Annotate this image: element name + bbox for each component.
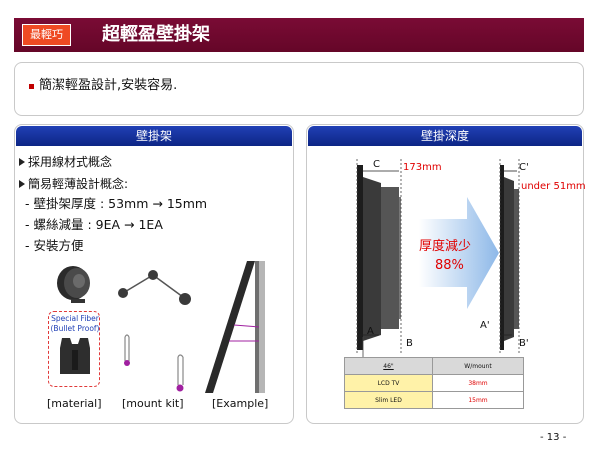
detail-installation: - 安裝方便: [25, 238, 84, 253]
table-row: Slim LED 15mm: [344, 391, 524, 409]
material-disc-image: [57, 266, 90, 303]
table-header-mount: W/mount: [432, 357, 524, 375]
table-cell-value: 15mm: [432, 391, 524, 409]
mount-kit-image: [118, 270, 191, 392]
table-cell-model: LCD TV: [344, 374, 433, 392]
dim-label-b-prime: B': [519, 338, 529, 349]
dim-label-c-prime: C': [519, 162, 529, 173]
page-number: - 13 -: [540, 432, 567, 443]
depth-table: 46" W/mount LCD TV 38mm Slim LED 15mm: [344, 357, 524, 409]
depth-after-value: under 51mm: [521, 181, 586, 192]
square-bullet-icon: [29, 84, 34, 89]
table-row: LCD TV 38mm: [344, 374, 524, 392]
detail-screws: - 螺絲減量 : 9EA → 1EA: [25, 217, 163, 232]
bullet-wire-concept: 採用線材式概念: [28, 155, 113, 169]
dim-label-a-prime: A': [480, 320, 490, 331]
intro-box: 簡潔輕盈設計,安裝容易.: [14, 62, 584, 116]
wall-depth-panel-title: 壁掛深度: [308, 126, 582, 146]
caption-example: [Example]: [212, 397, 269, 410]
table-cell-model: Slim LED: [344, 391, 433, 409]
dim-label-a: A: [367, 326, 374, 337]
table-cell-value: 38mm: [432, 374, 524, 392]
depth-before-value: 173mm: [403, 162, 442, 173]
vest-icon: [60, 338, 90, 374]
product-illustrations: [57, 261, 265, 393]
tv-before-image: [357, 165, 401, 350]
header-tag: 最輕巧: [22, 24, 71, 46]
reduction-arrow-icon: [419, 197, 499, 309]
tv-after-image: [500, 165, 519, 350]
example-mount-image: [205, 261, 265, 393]
reduction-label: 厚度減少: [419, 239, 472, 254]
depth-diagram: [356, 159, 520, 357]
caption-mount-kit: [mount kit]: [122, 397, 184, 410]
table-header-size: 46": [344, 357, 433, 375]
detail-thickness: - 壁掛架厚度 : 53mm → 15mm: [25, 196, 208, 211]
caption-material: [material]: [47, 397, 102, 410]
wall-mount-panel: 壁掛架 採用線材式概念 簡易輕薄設計概念: - 壁掛架厚度 : 53mm → 1…: [14, 124, 294, 424]
arrow-bullet-icon: [19, 180, 25, 188]
intro-text: 簡潔輕盈設計,安裝容易.: [39, 78, 178, 93]
special-fiber-label: Special Fiber (Bullet Proof): [50, 314, 100, 333]
wall-depth-panel: 壁掛深度 C: [306, 124, 586, 424]
page-title: 超輕盈壁掛架: [102, 24, 210, 45]
wall-mount-panel-title: 壁掛架: [16, 126, 292, 146]
dim-label-c: C: [373, 159, 380, 170]
bullet-slim-design: 簡易輕薄設計概念:: [28, 177, 129, 191]
reduction-percent: 88%: [435, 258, 464, 273]
special-fiber-frame: Special Fiber (Bullet Proof): [48, 311, 100, 387]
dim-label-b: B: [406, 338, 413, 349]
arrow-bullet-icon: [19, 158, 25, 166]
table-header-row: 46" W/mount: [344, 357, 524, 375]
header-bar: 最輕巧 超輕盈壁掛架: [14, 18, 584, 52]
